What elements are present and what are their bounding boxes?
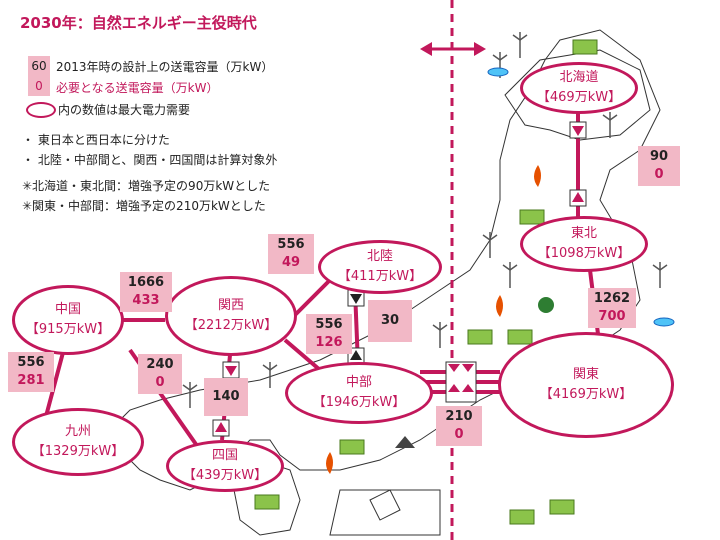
page-title: 2030年：自然エネルギー主役時代 [20,14,257,32]
region-name: 関東 [572,367,599,382]
link-required: 0 [454,427,464,442]
link-kanto-chubu: 210 0 [436,406,482,446]
note-1: ・ 東日本と西日本に分けた [22,133,170,147]
link-kansai-shikoku: 140 [204,378,248,416]
legend-peak-demand: 内の数値は最大電力需要 [58,103,191,117]
region-chugoku: 中国 【915万kW】 [12,285,124,355]
link-design: 556 [315,317,343,332]
hokkaido-outline [504,49,651,141]
hydro-icons [538,297,554,313]
wave-icons [487,67,675,327]
region-name: 北陸 [366,249,393,264]
region-chubu: 中部 【1946万kW】 [285,362,433,424]
converter-icons [212,121,587,437]
note-2: ・ 北陸・中部間と、関西・四国間は計算対象外 [22,153,278,167]
link-required: 0 [155,375,165,390]
link-design: 240 [146,357,174,372]
link-tohoku-kanto: 1262 700 [588,288,636,328]
double-arrow-icon [420,42,486,56]
region-demand: 【411万kW】 [337,269,423,284]
region-tohoku: 東北 【1098万kW】 [520,216,648,272]
region-demand: 【1098万kW】 [537,246,631,261]
legend-required-swatch: 0 [28,76,50,96]
region-hokuriku: 北陸 【411万kW】 [318,240,442,294]
region-name: 中国 [54,302,81,317]
link-required: 49 [281,255,301,270]
link-design: 210 [445,409,473,424]
link-design: 556 [17,355,45,370]
link-design: 140 [212,389,240,404]
region-demand: 【469万kW】 [536,90,622,105]
legend-design-capacity: 2013年時の設計上の送電容量（万kW） [56,60,274,74]
region-name: 中部 [345,375,372,390]
region-name: 関西 [217,298,244,313]
legend-required-capacity: 必要となる送電容量（万kW） [56,81,219,95]
solar-panel-icons [254,39,598,525]
volcano-icon [395,436,415,448]
region-demand: 【2212万kW】 [184,318,278,333]
geothermal-icons [326,165,541,474]
region-name: 九州 [64,424,91,439]
region-demand: 【915万kW】 [25,322,111,337]
link-hokkaido-tohoku: 90 0 [638,146,680,186]
note-4: ✳関東・中部間：増強予定の210万kWとした [22,199,266,213]
okinawa-outline [369,489,401,521]
link-chugoku-kyushu: 556 281 [8,352,54,392]
region-name: 北海道 [559,70,599,85]
region-shikoku: 四国 【439万kW】 [166,440,284,492]
region-kansai: 関西 【2212万kW】 [165,276,297,356]
region-demand: 【1329万kW】 [31,444,125,459]
region-name: 四国 [211,448,238,463]
region-demand: 【1946万kW】 [312,395,406,410]
link-design: 556 [277,237,305,252]
region-demand: 【439万kW】 [182,468,268,483]
note-3: ✳北海道・東北間：増強予定の90万kWとした [22,179,271,193]
link-design: 1666 [127,275,165,290]
link-chugoku-kansai: 1666 433 [120,272,172,312]
link-chugoku-shikoku: 240 0 [138,354,182,394]
region-name: 東北 [570,226,597,241]
link-required: 281 [17,373,45,388]
region-kanto: 関東 【4169万kW】 [498,332,674,438]
link-required: 433 [132,293,160,308]
link-required: 126 [315,335,343,350]
region-kyushu: 九州 【1329万kW】 [12,408,144,476]
link-design: 1262 [593,291,631,306]
inset-frame [329,489,441,536]
region-hokkaido: 北海道 【469万kW】 [520,62,638,114]
link-required: 700 [598,309,626,324]
link-hokuriku-chubu: 30 [368,300,412,342]
link-design: 30 [380,313,400,328]
legend-design-swatch: 60 [28,56,50,76]
legend-ellipse-icon [26,102,56,118]
link-required: 0 [654,167,664,182]
link-hokuriku-kansai: 556 49 [268,234,314,274]
link-design: 90 [649,149,669,164]
region-demand: 【4169万kW】 [539,387,633,402]
wind-turbine-icons [182,32,668,408]
link-chubu-kansai: 556 126 [306,314,352,354]
